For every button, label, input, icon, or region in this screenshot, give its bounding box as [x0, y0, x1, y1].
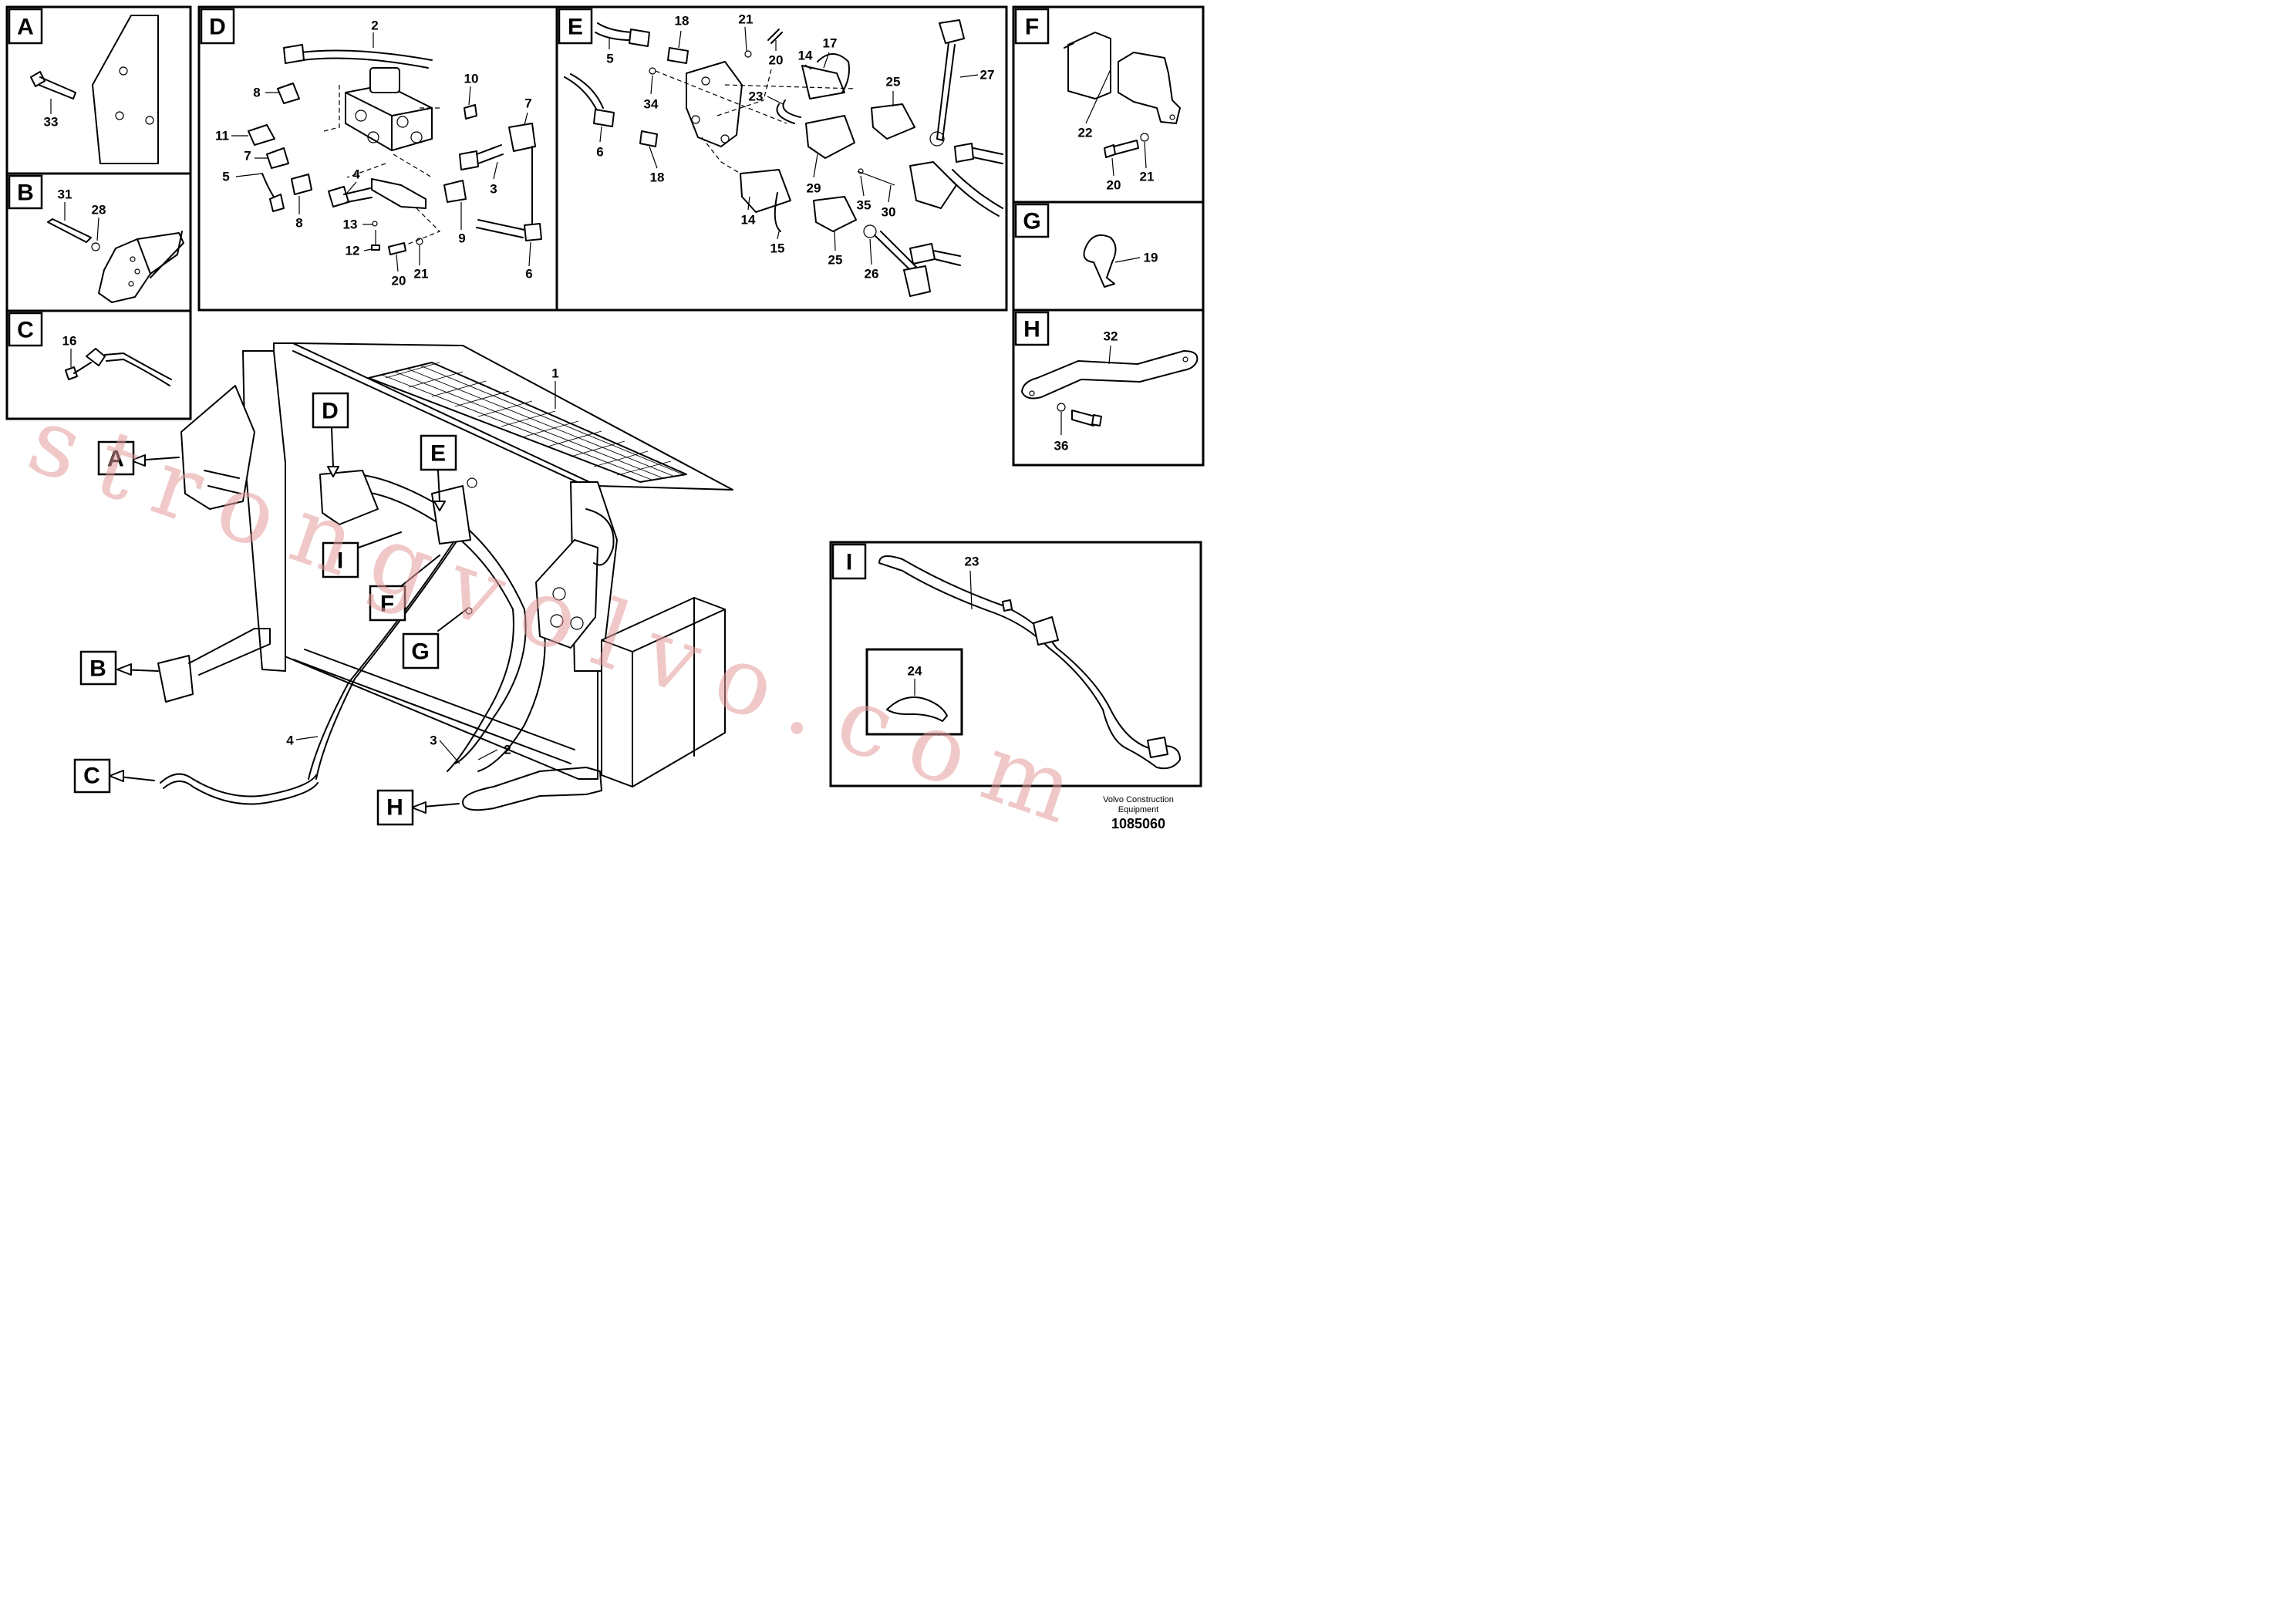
- main-callout-2: 2: [504, 743, 511, 757]
- main-callout-4: 4: [286, 733, 294, 748]
- main-callout-3: 3: [430, 733, 437, 748]
- callout-8b: 8: [295, 216, 302, 231]
- callout-3: 3: [490, 182, 497, 197]
- callout-20: 20: [392, 274, 406, 288]
- callout-15: 15: [770, 241, 785, 256]
- callout-25-e: 25: [886, 75, 901, 89]
- callout-32: 32: [1104, 329, 1118, 344]
- callout-14b-e: 14: [741, 213, 756, 228]
- callout-21: 21: [414, 267, 429, 282]
- panel-d-drawing: [231, 32, 542, 272]
- callout-5-e: 5: [606, 52, 613, 66]
- panel-g-tag: G: [1023, 209, 1040, 234]
- panel-c-tag: C: [17, 318, 34, 343]
- callout-8: 8: [253, 86, 260, 100]
- callout-35: 35: [857, 198, 872, 213]
- callout-20-f: 20: [1107, 178, 1121, 193]
- pointer-tag-g: G: [411, 639, 429, 665]
- callout-5: 5: [222, 170, 229, 184]
- main-assembly-drawing: [109, 342, 733, 814]
- panel-e-tag: E: [568, 15, 583, 40]
- pointer-tag-f: F: [380, 592, 394, 617]
- callout-27: 27: [980, 68, 995, 83]
- panel-a-tag: A: [17, 15, 34, 40]
- panel-h-tag: H: [1023, 317, 1040, 342]
- callout-28: 28: [92, 203, 106, 218]
- callout-16: 16: [62, 334, 77, 349]
- main-callout-1: 1: [551, 366, 558, 381]
- callout-2: 2: [371, 19, 378, 33]
- panel-i-tag: I: [846, 550, 852, 575]
- pointer-tag-a: A: [107, 447, 124, 472]
- callout-6: 6: [525, 267, 532, 282]
- callout-4: 4: [352, 167, 360, 182]
- callout-25b-e: 25: [828, 253, 843, 268]
- callout-36: 36: [1054, 439, 1069, 454]
- callout-20-e: 20: [769, 53, 784, 68]
- callout-9: 9: [458, 231, 465, 246]
- panel-a-drawing: [30, 15, 159, 164]
- callout-13: 13: [343, 218, 358, 232]
- panel-e-drawing: [564, 19, 1003, 297]
- callout-26: 26: [865, 267, 879, 282]
- callout-33: 33: [44, 115, 59, 130]
- callout-31: 31: [58, 187, 72, 202]
- pointer-tag-i: I: [337, 548, 343, 574]
- callout-7b: 7: [244, 149, 251, 164]
- panel-f-tag: F: [1025, 15, 1039, 40]
- pointer-tag-d: D: [322, 399, 339, 424]
- callout-18: 18: [675, 14, 689, 29]
- callout-23-e: 23: [749, 89, 764, 104]
- panel-c-drawing: [65, 348, 172, 386]
- callout-11: 11: [215, 129, 229, 143]
- callout-30: 30: [882, 205, 896, 220]
- callout-6-e: 6: [596, 145, 603, 160]
- callout-24: 24: [908, 664, 922, 679]
- pointer-tag-c: C: [83, 764, 100, 789]
- callout-12: 12: [346, 244, 360, 258]
- callout-14-e: 14: [798, 49, 813, 63]
- callout-29: 29: [807, 181, 821, 196]
- pointer-tag-e: E: [430, 441, 446, 467]
- callout-19: 19: [1144, 251, 1158, 265]
- panel-b-drawing: [47, 202, 184, 303]
- panel-d-tag: D: [209, 15, 226, 40]
- callout-22: 22: [1078, 126, 1093, 140]
- footer-maker-line2: Equipment: [1118, 805, 1159, 814]
- footer-doc-number: 1085060: [1111, 816, 1165, 831]
- panel-f-drawing: [1064, 32, 1181, 177]
- callout-18b-e: 18: [650, 170, 665, 185]
- callout-10: 10: [464, 72, 479, 86]
- callout-17: 17: [823, 36, 838, 51]
- pointer-tag-h: H: [386, 795, 403, 821]
- pointer-tag-b: B: [89, 656, 106, 682]
- panel-g-drawing: [1083, 234, 1141, 288]
- footer-maker-line1: Volvo Construction: [1103, 795, 1174, 804]
- callout-21-f: 21: [1140, 170, 1155, 184]
- callout-23: 23: [965, 555, 979, 569]
- panel-b-tag: B: [17, 180, 34, 206]
- panel-i-frame: [829, 541, 1202, 787]
- panel-i-drawing: [865, 555, 1181, 770]
- parts-diagram: A B C D E F G H I 33 31 28: [5, 5, 1205, 852]
- callout-34: 34: [644, 97, 659, 112]
- panel-h-drawing: [1021, 345, 1199, 435]
- callout-21-e: 21: [739, 12, 754, 27]
- callout-7: 7: [524, 96, 531, 111]
